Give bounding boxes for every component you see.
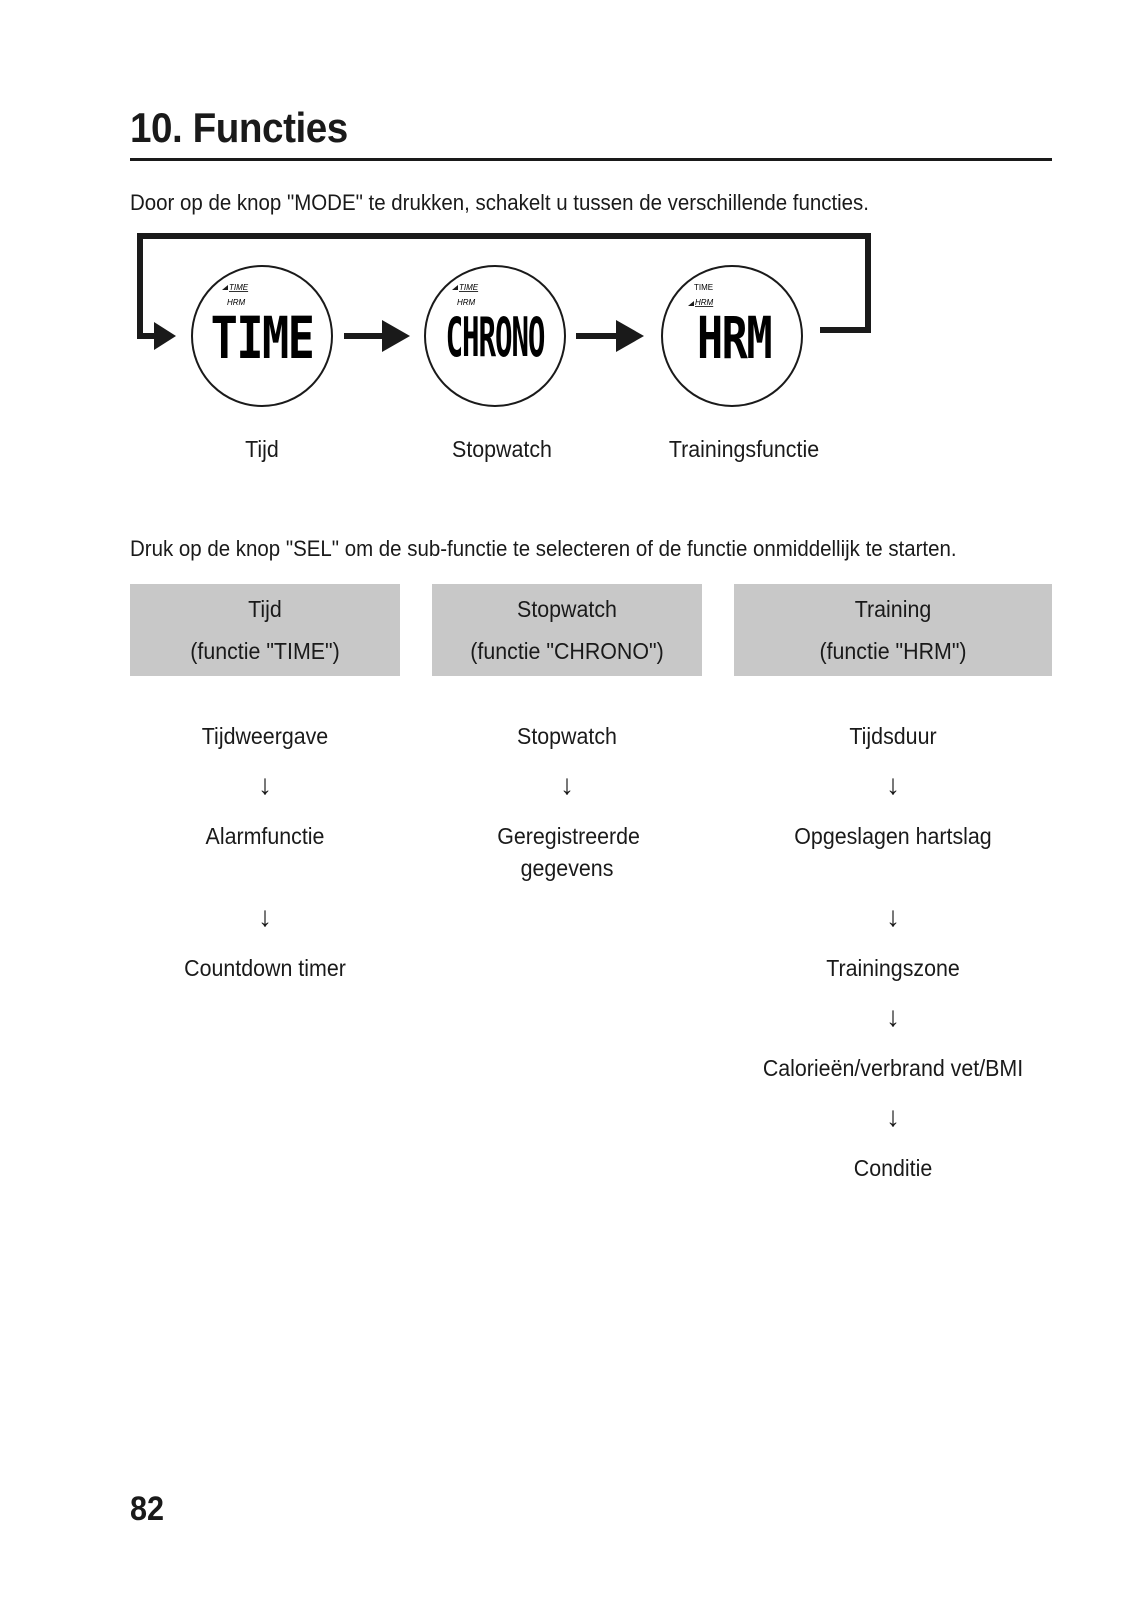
watch-time-small-top: TIME: [229, 283, 249, 292]
down-arrow-icon: ↓: [560, 769, 574, 800]
column-subtitle: (functie "CHRONO"): [470, 638, 664, 664]
watch-time-small-bottom: HRM: [227, 298, 246, 307]
flow-item: Calorieën/verbrand vet/BMI: [762, 1055, 1024, 1081]
watch-time: TIME HRM TIME: [191, 265, 333, 407]
watch-hrm-small-bottom: HRM: [695, 298, 714, 307]
flow-item: Alarmfunctie: [205, 823, 325, 849]
column-title: Stopwatch: [517, 596, 617, 622]
watch-time-display: TIME: [211, 306, 314, 373]
down-arrow-icon: ↓: [886, 769, 900, 800]
page-number: 82: [130, 1490, 165, 1528]
column-subtitle: (functie "HRM"): [819, 638, 967, 664]
down-arrow-icon: ↓: [258, 769, 272, 800]
flow-item: Trainingszone: [826, 955, 960, 981]
mode-label-chrono: Stopwatch: [452, 436, 552, 462]
down-arrow-icon: ↓: [258, 901, 272, 932]
intro-mode-text: Door op de knop "MODE" te drukken, schak…: [130, 190, 869, 215]
title-divider: [130, 158, 1052, 161]
down-arrow-icon: ↓: [886, 901, 900, 932]
arrow-1-head: [382, 320, 410, 352]
mode-label-hrm: Trainingsfunctie: [668, 436, 820, 462]
down-arrow-icon: ↓: [886, 1101, 900, 1132]
intro-sel-text: Druk op de knop "SEL" om de sub-functie …: [130, 536, 957, 561]
flow-item: Tijdweergave: [201, 723, 329, 749]
flow-item: Countdown timer: [184, 955, 346, 981]
flow-item: Geregistreerde gegevens: [497, 823, 640, 881]
column-header-chrono: Stopwatch (functie "CHRONO"): [432, 584, 702, 676]
column-title: Tijd: [248, 596, 282, 622]
page-title: 10. Functies: [130, 104, 348, 151]
flow-item: Conditie: [853, 1155, 933, 1181]
flow-item: Stopwatch: [517, 723, 617, 749]
arrow-2-head: [616, 320, 644, 352]
mode-cycle-diagram: TIME HRM TIME TIME HRM CHRONO TIME HRM H…: [137, 233, 871, 407]
column-header-time: Tijd (functie "TIME"): [130, 584, 400, 676]
down-arrow-icon: ↓: [886, 1001, 900, 1032]
loop-arrowhead: [154, 322, 176, 350]
column-subtitle: (functie "TIME"): [190, 638, 340, 664]
loop-return-line: [137, 233, 871, 339]
column-title: Training: [854, 596, 932, 622]
watch-hrm-display: HRM: [697, 305, 771, 373]
flow-item: Opgeslagen hartslag: [794, 823, 992, 849]
watch-hrm: TIME HRM HRM: [661, 265, 803, 407]
watch-chrono-small-bottom: HRM: [457, 298, 476, 307]
mode-label-time: Tijd: [245, 436, 279, 462]
watch-chrono: TIME HRM CHRONO: [424, 265, 566, 407]
watch-chrono-small-top: TIME: [459, 283, 479, 292]
flow-item: Tijdsduur: [849, 723, 937, 749]
watch-chrono-display: CHRONO: [446, 307, 545, 369]
column-header-hrm: Training (functie "HRM"): [734, 584, 1052, 676]
watch-hrm-small-top: TIME: [694, 283, 713, 292]
